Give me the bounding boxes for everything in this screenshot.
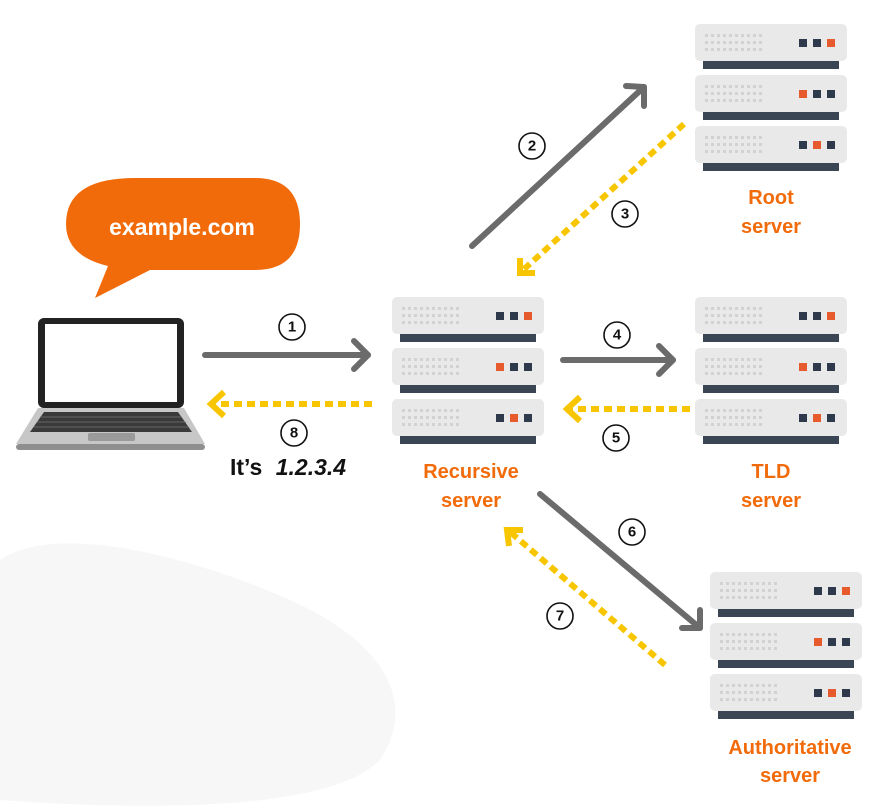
step-3-label: 3 xyxy=(621,206,629,223)
arrow-step-6 xyxy=(537,491,703,631)
background-shape xyxy=(0,543,396,806)
root-server-label-line1: Root xyxy=(748,187,794,209)
tld-server-icon xyxy=(695,297,847,444)
step-7-label: 7 xyxy=(556,608,564,625)
arrow-step-8 xyxy=(206,389,372,419)
root-server-icon xyxy=(695,24,847,171)
arrow-step-5 xyxy=(562,394,690,424)
step-2-label: 2 xyxy=(528,138,536,155)
recursive-server-icon xyxy=(392,297,544,444)
tld-server-label-line1: TLD xyxy=(752,461,791,483)
recursive-server-label-line1: Recursive xyxy=(423,461,519,483)
answer-text: It’s 1.2.3.4 xyxy=(230,454,346,480)
step-4-label: 4 xyxy=(613,327,622,344)
step-1-label: 1 xyxy=(288,319,296,336)
step-6-label: 6 xyxy=(628,524,636,541)
arrow-step-7 xyxy=(503,527,667,668)
bubble-text: example.com xyxy=(109,214,255,240)
tld-server-label-line2: server xyxy=(741,490,801,512)
arrow-step-2 xyxy=(469,83,647,249)
answer-prefix: It’s xyxy=(230,454,262,480)
root-server-label-line2: server xyxy=(741,216,801,238)
laptop-icon xyxy=(16,318,205,450)
arrow-step-3 xyxy=(517,121,687,276)
answer-ip: 1.2.3.4 xyxy=(276,454,347,480)
authoritative-server-label-line1: Authoritative xyxy=(728,737,851,759)
step-8-label: 8 xyxy=(290,425,298,442)
authoritative-server-icon xyxy=(710,572,862,719)
speech-bubble: example.com xyxy=(66,178,300,298)
step-5-label: 5 xyxy=(612,430,620,447)
arrow-step-1 xyxy=(202,338,371,372)
arrow-step-4 xyxy=(560,343,676,377)
authoritative-server-label-line2: server xyxy=(760,765,820,787)
recursive-server-label-line2: server xyxy=(441,490,501,512)
